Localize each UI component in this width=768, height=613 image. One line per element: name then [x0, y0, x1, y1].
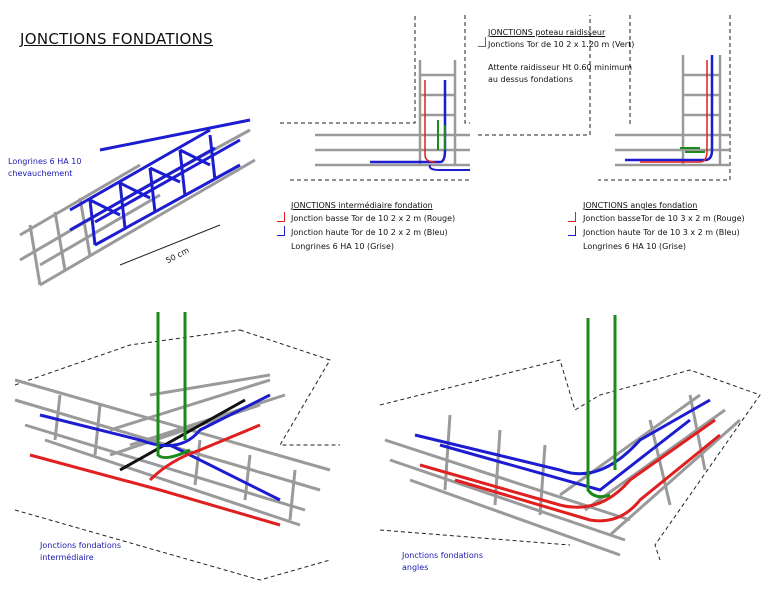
blue-legend-marker [568, 226, 576, 236]
poteau-item: Jonctions Tor de 10 2 x 1.20 m (Vert) [488, 40, 635, 49]
blue-legend-marker [277, 226, 285, 236]
cage-label-line2: chevauchement [8, 169, 73, 178]
green-legend-marker [478, 37, 486, 47]
plan-poteau-drawings [280, 15, 731, 181]
intermediaire-item: Longrines 6 HA 10 (Grise) [291, 242, 395, 251]
angle-junction-drawing [379, 315, 761, 561]
cage-label-line1: Longrines 6 HA 10 [8, 157, 82, 166]
caption-angle-line1: Jonctions fondations [402, 551, 484, 560]
angles-item: Jonction haute Tor de 10 3 x 2 m (Bleu) [583, 228, 740, 237]
caption-angle-line2: angles [402, 563, 429, 572]
intermediaire-heading: JONCTIONS intermédiaire fondation [291, 201, 433, 210]
intermediate-junction-drawing [14, 312, 340, 581]
red-legend-marker [568, 212, 576, 222]
overlap-cage-drawing [19, 118, 256, 287]
angles-item: Longrines 6 HA 10 (Grise) [583, 242, 687, 251]
angles-item: Jonction basseTor de 10 3 x 2 m (Rouge) [583, 214, 745, 223]
angles-heading: JONCTIONS angles fondation [583, 201, 698, 210]
red-legend-marker [277, 212, 285, 222]
poteau-heading: JONCTIONS poteau raidisseur [488, 28, 606, 37]
intermediaire-item: Jonction basse Tor de 10 2 x 2 m (Rouge) [291, 214, 456, 223]
caption-inter-line2: intermédiaire [40, 553, 94, 562]
caption-inter-line1: Jonctions fondations [40, 541, 122, 550]
intermediaire-item: Jonction haute Tor de 10 2 x 2 m (Bleu) [291, 228, 448, 237]
page-title: JONCTIONS FONDATIONS [20, 30, 214, 48]
poteau-note1: Attente raidisseur Ht 0.60 minimum [488, 63, 633, 72]
poteau-note2: au dessus fondations [488, 75, 573, 84]
